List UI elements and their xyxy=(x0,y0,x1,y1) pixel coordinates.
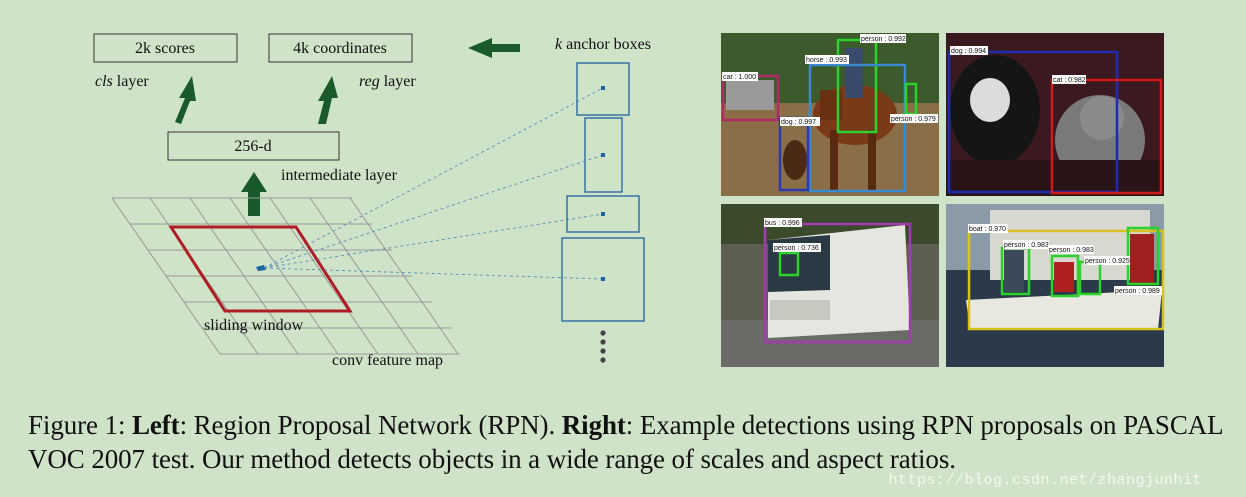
coords-label: 4k coordinates xyxy=(293,40,387,57)
det-labels-boat: boat : 0.970 person : 0.983 person : 0.9… xyxy=(968,224,1162,295)
conv-feature-map-label: conv feature map xyxy=(332,352,443,369)
detection-photo-bus: bus : 0.996 person : 0.736 xyxy=(721,204,939,367)
watermark: https://blog.csdn.net/zhangjunhit xyxy=(888,472,1202,489)
cls-layer-label: cls layer xyxy=(95,73,149,90)
anchor-box-3 xyxy=(566,195,640,233)
rpn-diagram: 2k scores 4k coordinates cls layer reg l… xyxy=(93,33,651,369)
figure-caption: Figure 1: Left: Region Proposal Network … xyxy=(28,408,1233,476)
det-label: person : 0.925 xyxy=(1085,258,1130,265)
arrow-from-anchors xyxy=(468,38,520,58)
detection-photo-dogcat: dog : 0.994 cat : 0.982 xyxy=(946,33,1164,196)
sliding-window xyxy=(168,225,353,313)
det-label: boat : 0.970 xyxy=(969,226,1006,233)
detection-photo-boat: boat : 0.970 person : 0.983 person : 0.9… xyxy=(946,204,1165,367)
arrow-to-reg xyxy=(318,76,338,124)
d256-label: 256-d xyxy=(234,138,271,155)
intermediate-layer-label: intermediate layer xyxy=(281,167,398,184)
detection-photo-horse: car : 1.000 person : 0.992 horse : 0.993… xyxy=(721,33,939,196)
det-label: person : 0.989 xyxy=(1115,288,1160,295)
det-labels-dogcat: dog : 0.994 cat : 0.982 xyxy=(950,46,1086,84)
scores-label: 2k scores xyxy=(135,40,195,57)
arrow-to-cls xyxy=(175,76,196,124)
anchor-box-1 xyxy=(576,62,630,116)
scores-box xyxy=(93,33,238,63)
det-label: car : 1.000 xyxy=(723,74,756,81)
coords-box xyxy=(268,33,413,63)
reg-layer-label: reg layer xyxy=(359,73,416,90)
det-labels-horse: car : 1.000 person : 0.992 horse : 0.993… xyxy=(722,34,938,126)
arrow-to-256d xyxy=(241,172,267,216)
caption-left-bold: Left xyxy=(132,410,180,440)
det-label: dog : 0.997 xyxy=(781,119,816,126)
det-label: person : 0.979 xyxy=(891,116,936,123)
det-label: person : 0.983 xyxy=(1049,247,1094,254)
anchor-boxes xyxy=(561,62,645,322)
anchor-centers xyxy=(601,86,605,281)
det-labels-bus: bus : 0.996 person : 0.736 xyxy=(764,218,821,252)
det-label: cat : 0.982 xyxy=(1053,77,1086,84)
det-label: bus : 0.996 xyxy=(765,220,800,227)
caption-fig-label: Figure 1: xyxy=(28,410,132,440)
sliding-window-label: sliding window xyxy=(204,317,304,334)
d256-box xyxy=(167,131,340,161)
caption-left-text: : Region Proposal Network (RPN). xyxy=(179,410,562,440)
anchor-boxes-label: k anchor boxes xyxy=(555,36,651,53)
det-label: person : 0.983 xyxy=(1004,242,1049,249)
ellipsis-dots xyxy=(600,330,606,363)
anchor-box-4 xyxy=(561,237,645,322)
det-label: horse : 0.993 xyxy=(806,57,847,64)
det-label: person : 0.736 xyxy=(774,245,819,252)
sliding-window-center xyxy=(256,265,266,271)
caption-right-text: : Example detections using RPN proposals… xyxy=(28,410,1223,474)
anchor-box-2 xyxy=(584,117,623,193)
det-label: person : 0.992 xyxy=(861,36,906,43)
anchor-connector-lines xyxy=(263,87,604,280)
caption-right-bold: Right xyxy=(561,410,626,440)
det-label: dog : 0.994 xyxy=(951,48,986,55)
